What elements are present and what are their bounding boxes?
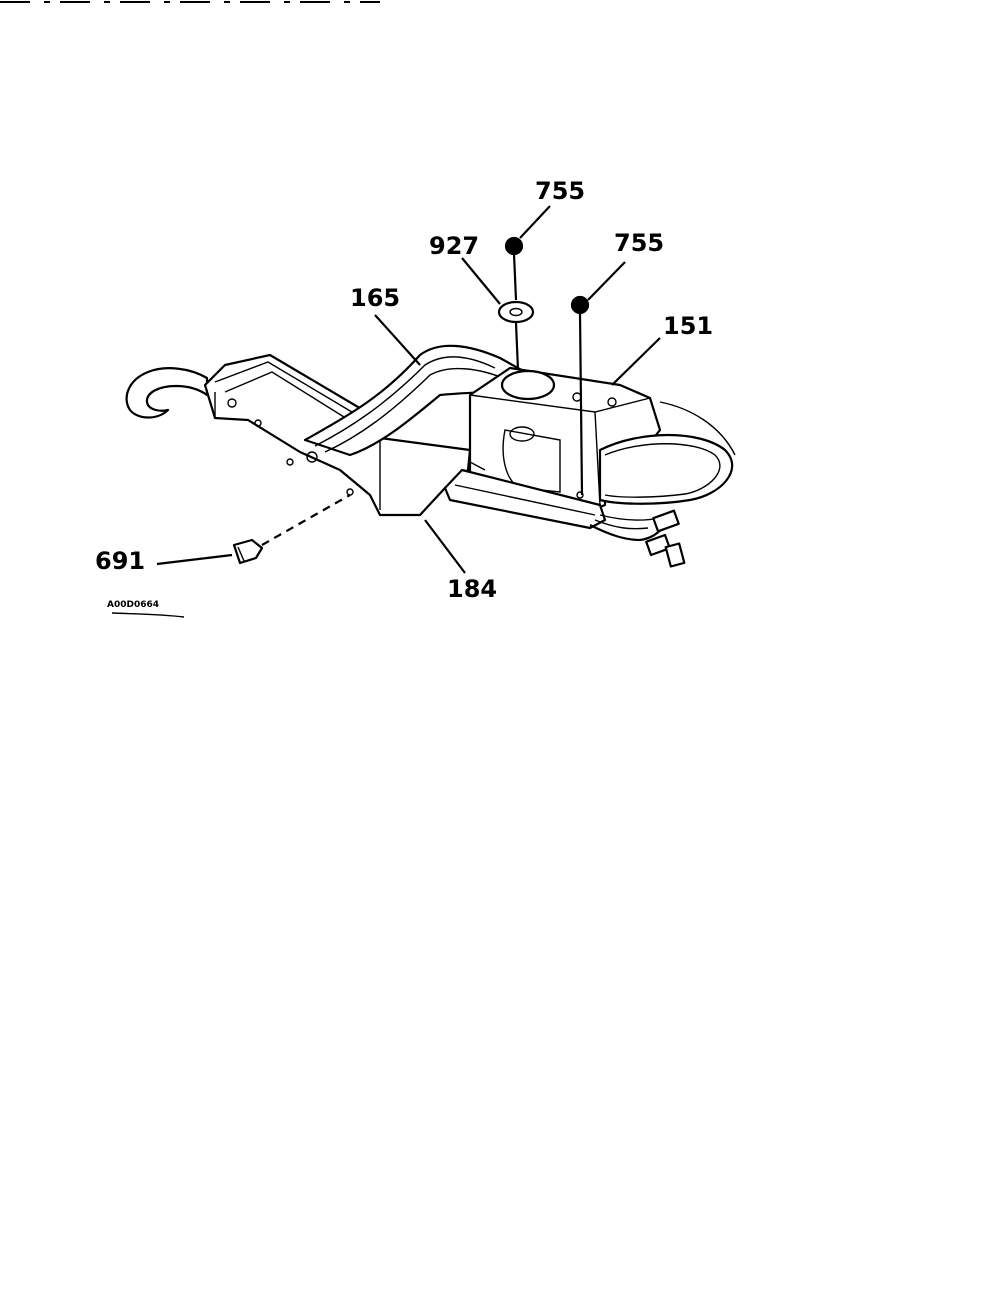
drawing-code: A00D0664 <box>107 600 159 610</box>
cover-plate <box>303 344 532 457</box>
screw-755-right <box>570 295 590 496</box>
washer-927 <box>497 300 535 371</box>
callout-691: 691 <box>95 547 145 575</box>
callout-755-top: 755 <box>535 177 585 205</box>
bottom-plate <box>443 468 607 530</box>
callout-927: 927 <box>429 232 479 260</box>
callout-165: 165 <box>350 284 400 312</box>
leader-lines <box>156 205 661 574</box>
screw-755-top <box>504 236 524 301</box>
callout-184: 184 <box>447 575 497 603</box>
callout-151: 151 <box>663 312 713 340</box>
motor-base-plate <box>598 433 734 505</box>
screw-691 <box>232 494 351 565</box>
drawing-code-group: A00D0664 <box>107 600 185 618</box>
callout-labels: 755 927 755 165 151 691 184 <box>95 177 713 603</box>
hook <box>125 367 209 419</box>
connector <box>652 509 680 533</box>
motor-bracket-assembly <box>125 344 736 568</box>
callout-755-right: 755 <box>614 229 664 257</box>
